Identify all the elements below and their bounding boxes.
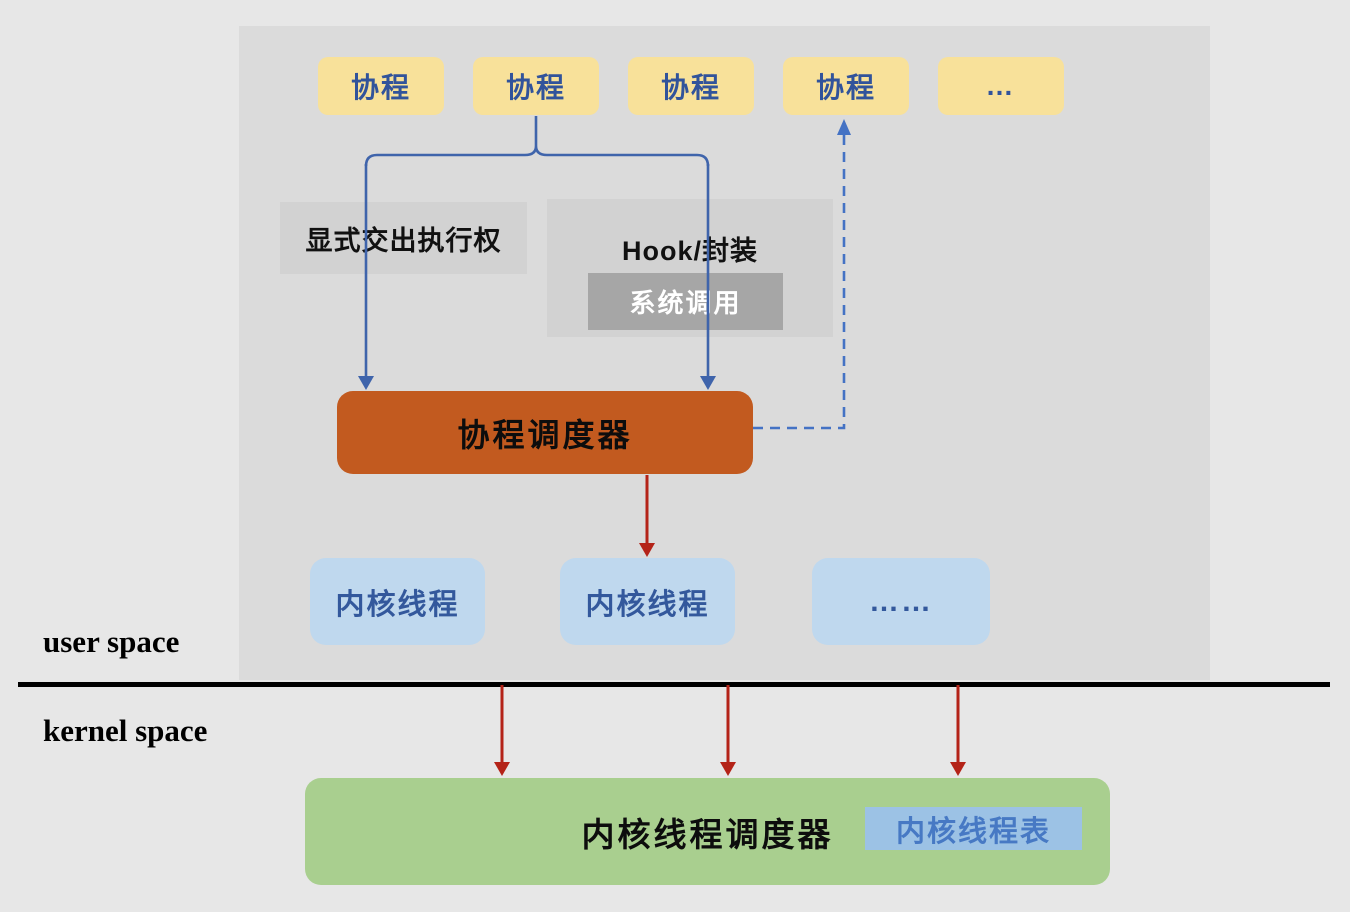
kernel-arrow-head-1 <box>494 762 510 776</box>
hook-wrap-label: Hook/封装 系统调用 <box>547 199 833 337</box>
explicit-yield-label: 显式交出执行权 <box>280 202 527 274</box>
kernel-arrow-head-3 <box>950 762 966 776</box>
kernel-thread-table-box: 内核线程表 <box>865 807 1082 850</box>
kernel-scheduler-label: 内核线程调度器 <box>581 815 834 853</box>
kernel-thread-box-2: 内核线程 <box>560 558 735 645</box>
user-space-label: user space <box>43 624 180 659</box>
kernel-arrow-head-2 <box>720 762 736 776</box>
kernel-thread-box-1: 内核线程 <box>310 558 485 645</box>
user-kernel-divider-line <box>18 682 1330 687</box>
coroutine-box-2: 协程 <box>473 57 599 115</box>
kernel-scheduler-box: 内核线程调度器 内核线程表 <box>305 778 1110 885</box>
coroutine-box-4: 协程 <box>783 57 909 115</box>
kernel-thread-ellipsis-box: …… <box>812 558 990 645</box>
coroutine-scheduler-box: 协程调度器 <box>337 391 753 474</box>
hook-wrap-title: Hook/封装 <box>621 236 758 266</box>
syscall-label: 系统调用 <box>588 273 783 330</box>
coroutine-box-3: 协程 <box>628 57 754 115</box>
coroutine-box-1: 协程 <box>318 57 444 115</box>
coroutine-ellipsis-box: … <box>938 57 1064 115</box>
kernel-space-label: kernel space <box>43 713 208 748</box>
